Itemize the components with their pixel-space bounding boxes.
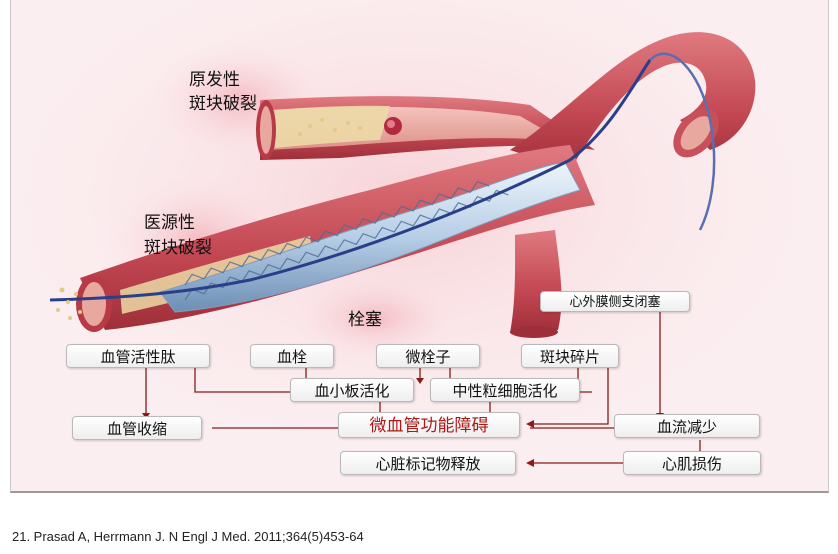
cardiac-marker-release-box: 心脏标记物释放 <box>340 451 516 475</box>
glow-embolism <box>290 273 460 363</box>
microvascular-dysfunction-box: 微血管功能障碍 <box>338 412 520 438</box>
side-branch-occlusion-box: 心外膜侧支闭塞 <box>540 291 690 312</box>
catheter-tail <box>649 52 716 231</box>
flowchart-connectors <box>145 312 701 464</box>
guidewire <box>49 59 652 302</box>
pci-illustration <box>10 0 829 493</box>
vasoconstriction-box: 血管收缩 <box>72 416 202 440</box>
stented-vessel <box>49 52 716 332</box>
primary-rupture-label-line1: 原发性 <box>189 70 240 90</box>
embolic-debris <box>56 287 82 320</box>
plaque-debris-box: 斑块碎片 <box>521 344 619 368</box>
neutrophil-activation-box: 中性粒细胞活化 <box>430 378 580 402</box>
thrombus-box: 血栓 <box>250 344 334 368</box>
upper-branch-vessel <box>256 96 595 160</box>
reduced-blood-flow-box: 血流减少 <box>614 414 760 438</box>
citation-text: 21. Prasad A, Herrmann J. N Engl J Med. … <box>12 529 364 544</box>
microemboli-box: 微栓子 <box>376 344 480 368</box>
iatrogenic-rupture-label-line2: 斑块破裂 <box>144 238 212 258</box>
embolism-label: 栓塞 <box>348 310 382 330</box>
primary-rupture-label-line2: 斑块破裂 <box>189 94 257 114</box>
vasoactive-peptide-box: 血管活性肽 <box>66 344 210 368</box>
iatrogenic-rupture-label-line1: 医源性 <box>144 213 195 233</box>
platelet-activation-box: 血小板活化 <box>290 378 414 402</box>
myocardial-injury-box: 心肌损伤 <box>623 451 761 475</box>
